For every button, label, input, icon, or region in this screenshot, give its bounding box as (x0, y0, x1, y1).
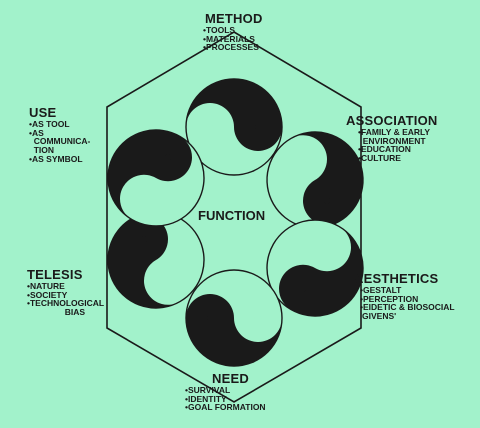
yin-yang-dark-dot (254, 123, 262, 131)
yin-yang-method (185, 78, 283, 176)
hexagon-outline (106, 31, 362, 403)
node-need-title: NEED (212, 371, 249, 386)
yin-yang-outline (107, 129, 205, 227)
yin-yang-dark-dot (299, 285, 307, 292)
node-method-items: •TOOLS •MATERIALS •PROCESSES (203, 24, 259, 53)
node-telesis: TELESIS •NATURE •SOCIETY •TECHNOLOGICAL … (27, 268, 104, 317)
yin-yang-outline (266, 219, 364, 317)
yin-yang-need (185, 269, 283, 367)
yin-yang-outline (185, 269, 283, 367)
node-use: USE •AS TOOL •AS COMMUNICA- TION •AS SYM… (29, 106, 90, 164)
yin-yang-telesis (107, 211, 205, 309)
yin-yang-dark-half (108, 215, 180, 308)
node-need-items: •SURVIVAL •IDENTITY •GOAL FORMATION (185, 384, 266, 413)
node-aesthetics: AESTHETICS •GESTALT •PERCEPTION •EIDETIC… (354, 272, 455, 321)
yin-yang-dark-dot (323, 197, 331, 204)
yin-yang-dark-half (186, 79, 282, 151)
yin-yang-light-dot (164, 277, 172, 284)
yin-yang-dark-half (291, 132, 363, 225)
yin-yang-dark-dot (140, 236, 148, 243)
node-association-title: ASSOCIATION (346, 113, 438, 128)
node-method-title: METHOD (205, 11, 263, 26)
node-telesis-title: TELESIS (27, 267, 83, 282)
node-telesis-items: •NATURE •SOCIETY •TECHNOLOGICAL BIAS (27, 280, 105, 318)
node-method: METHOD •TOOLS •MATERIALS •PROCESSES (203, 11, 263, 53)
node-use-items: •AS TOOL •AS COMMUNICA- TION •AS SYMBOL (29, 118, 91, 165)
yin-yang-dark-dot (206, 314, 214, 322)
yin-yang-light-dot (206, 123, 214, 131)
yin-yang-dark-dot (164, 154, 172, 161)
yin-yang-light-dot (254, 314, 262, 322)
node-association: ASSOCIATION •FAMILY & EARLY ENVIRONMENT … (346, 114, 438, 163)
node-association-items: •FAMILY & EARLY ENVIRONMENT •EDUCATION •… (358, 126, 431, 164)
yin-yang-dark-half (108, 130, 192, 220)
yin-yang-dark-half (186, 294, 282, 366)
node-aesthetics-title: AESTHETICS (354, 271, 439, 286)
yin-yang-dark-half (279, 226, 363, 316)
node-use-title: USE (29, 105, 57, 120)
yin-yang-outline (185, 78, 283, 176)
yin-yang-association (266, 131, 364, 229)
center-label-function: FUNCTION (198, 208, 266, 223)
node-aesthetics-items: •GESTALT •PERCEPTION •EIDETIC & BIOSOCIA… (360, 284, 455, 322)
yin-yang-light-dot (323, 244, 331, 251)
yin-yang-light-dot (299, 156, 307, 163)
yin-yang-use (107, 129, 205, 227)
yin-yang-aesthetics (266, 219, 364, 317)
node-need: NEED •SURVIVAL •IDENTITY •GOAL FORMATION (185, 372, 266, 412)
yin-yang-light-dot (140, 195, 148, 202)
yin-yang-outline (266, 131, 364, 229)
